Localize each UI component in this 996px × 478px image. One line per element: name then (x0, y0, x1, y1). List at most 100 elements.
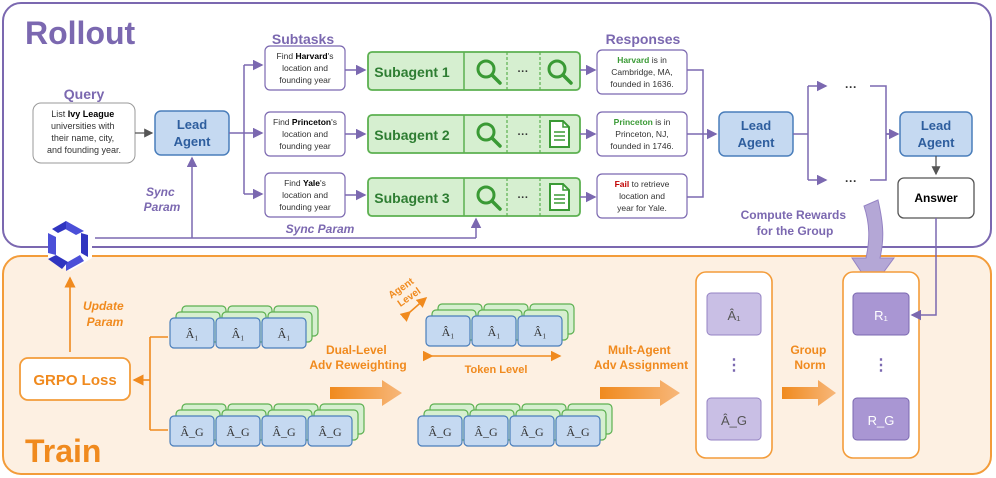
dots-bottom: ··· (845, 174, 857, 188)
svg-text:location and: location and (619, 191, 665, 201)
group-norm-arrow (782, 380, 836, 406)
svg-text:founding year: founding year (279, 141, 331, 151)
search-icon (547, 59, 573, 85)
response-yale: Fail to retrieve location and year for Y… (596, 173, 688, 219)
svg-text:Subagent 1: Subagent 1 (374, 64, 450, 80)
svg-text:location and: location and (282, 190, 328, 200)
mult-agent-arrow (600, 380, 680, 406)
subagent-2: Subagent 2 ··· (367, 114, 581, 154)
token-adv-label: Â_G (272, 425, 296, 439)
token-cell (169, 317, 215, 349)
token-level-label: Token Level (465, 364, 528, 376)
document-icon (549, 183, 570, 211)
svg-text:location and: location and (282, 129, 328, 139)
dual-level-arrow (330, 380, 402, 406)
svg-text:location and: location and (282, 63, 328, 73)
svg-text:Harvard is in: Harvard is in (617, 55, 667, 65)
subagent-1: Subagent 1 ··· (367, 51, 581, 91)
token-adv-label: Â₁ (442, 325, 455, 339)
svg-text:Agent: Agent (738, 135, 776, 150)
assigned-adv-grid-a1: Â₁ Â₁ Â₁ (425, 303, 575, 347)
svg-text:Princeton, NJ,: Princeton, NJ, (615, 129, 668, 139)
token-cell (261, 415, 307, 447)
response-harvard: Harvard is in Cambridge, MA, founded in … (596, 49, 688, 95)
document-icon (549, 120, 570, 148)
svg-text:Â_G: Â_G (721, 413, 747, 428)
token-adv-label: Â_G (428, 425, 452, 439)
token-adv-label: Â_G (474, 425, 498, 439)
reward-rg-box: R_G (852, 397, 910, 441)
svg-text:Subagent 2: Subagent 2 (374, 127, 450, 143)
token-cell (425, 315, 471, 347)
dual-level-label: Dual-Level Adv Reweighting (309, 343, 406, 372)
token-adv-label: Â_G (226, 425, 250, 439)
svg-text:···: ··· (518, 192, 529, 204)
reweighted-adv-grid-ag: Â_G Â_G Â_G Â_G (169, 403, 365, 447)
svg-text:Â₁: Â₁ (727, 308, 741, 323)
svg-text:Lead: Lead (741, 118, 771, 133)
reweighted-adv-grid-a1: Â₁ Â₁ Â₁ (169, 305, 319, 349)
token-cell (215, 415, 261, 447)
token-cell (509, 415, 555, 447)
answer-box: Answer (897, 177, 975, 219)
token-adv-label: Â₁ (186, 327, 199, 341)
svg-text:founded in 1636.: founded in 1636. (610, 79, 673, 89)
lead-agent-3: Lead Agent (899, 111, 973, 157)
svg-text:founded in 1746.: founded in 1746. (610, 141, 673, 151)
search-icon (476, 122, 502, 148)
train-title: Train (25, 433, 101, 469)
reward-r1-box: R₁ (852, 292, 910, 336)
search-icon (476, 185, 502, 211)
token-adv-label: Â₁ (488, 325, 501, 339)
response-princeton: Princeton is in Princeton, NJ, founded i… (596, 111, 688, 157)
subtask-yale: Find Yale's location and founding year (264, 172, 346, 218)
svg-text:founding year: founding year (279, 202, 331, 212)
query-text: List Ivy League universities with their … (47, 109, 121, 155)
sync-param-bottom: Sync Param (286, 222, 355, 236)
svg-text:Agent: Agent (174, 134, 212, 149)
mult-agent-label: Mult-Agent Adv Assignment (594, 343, 688, 372)
svg-text:founding year: founding year (279, 75, 331, 85)
token-adv-label: Â₁ (534, 325, 547, 339)
lead-agent-2: Lead Agent (718, 111, 794, 157)
adv-ag-box: Â_G (706, 397, 762, 441)
subagent-3: Subagent 3 ··· (367, 177, 581, 217)
grpo-loss-box: GRPO Loss (19, 357, 131, 401)
token-cell (261, 317, 307, 349)
token-cell (463, 415, 509, 447)
token-adv-label: Â_G (180, 425, 204, 439)
svg-text:···: ··· (518, 66, 529, 78)
svg-text:year for Yale.: year for Yale. (617, 203, 667, 213)
svg-text:Lead: Lead (177, 117, 207, 132)
subtask-harvard: Find Harvard's location and founding yea… (264, 45, 346, 91)
subtask-princeton: Find Princeton's location and founding y… (264, 111, 346, 157)
lead-agent-1: Lead Agent (154, 110, 230, 156)
vdots-rewards: ⋮ (873, 357, 889, 374)
svg-text:···: ··· (518, 129, 529, 141)
token-cell (169, 415, 215, 447)
vdots-adv: ⋮ (726, 357, 742, 374)
sync-param-left: Sync Param (144, 185, 181, 214)
token-adv-label: Â₁ (278, 327, 291, 341)
adv-a1-box: Â₁ (706, 292, 762, 336)
token-adv-label: Â₁ (232, 327, 245, 341)
subtasks-heading: Subtasks (272, 31, 334, 47)
token-adv-label: Â_G (318, 425, 342, 439)
token-adv-label: Â_G (566, 425, 590, 439)
token-adv-label: Â_G (520, 425, 544, 439)
update-param-label: Update Param (83, 299, 127, 329)
svg-text:R₁: R₁ (874, 308, 888, 323)
token-cell (555, 415, 601, 447)
dots-top: ··· (845, 80, 857, 94)
svg-text:Lead: Lead (921, 118, 951, 133)
assigned-adv-grid-ag: Â_G Â_G Â_G Â_G (417, 403, 613, 447)
svg-text:Agent: Agent (918, 135, 956, 150)
rollout-title: Rollout (25, 15, 136, 51)
token-cell (307, 415, 353, 447)
svg-text:Princeton is in: Princeton is in (614, 117, 671, 127)
svg-text:R_G: R_G (868, 413, 895, 428)
search-icon (476, 59, 502, 85)
token-cell (471, 315, 517, 347)
svg-text:Fail to retrieve: Fail to retrieve (615, 179, 670, 189)
